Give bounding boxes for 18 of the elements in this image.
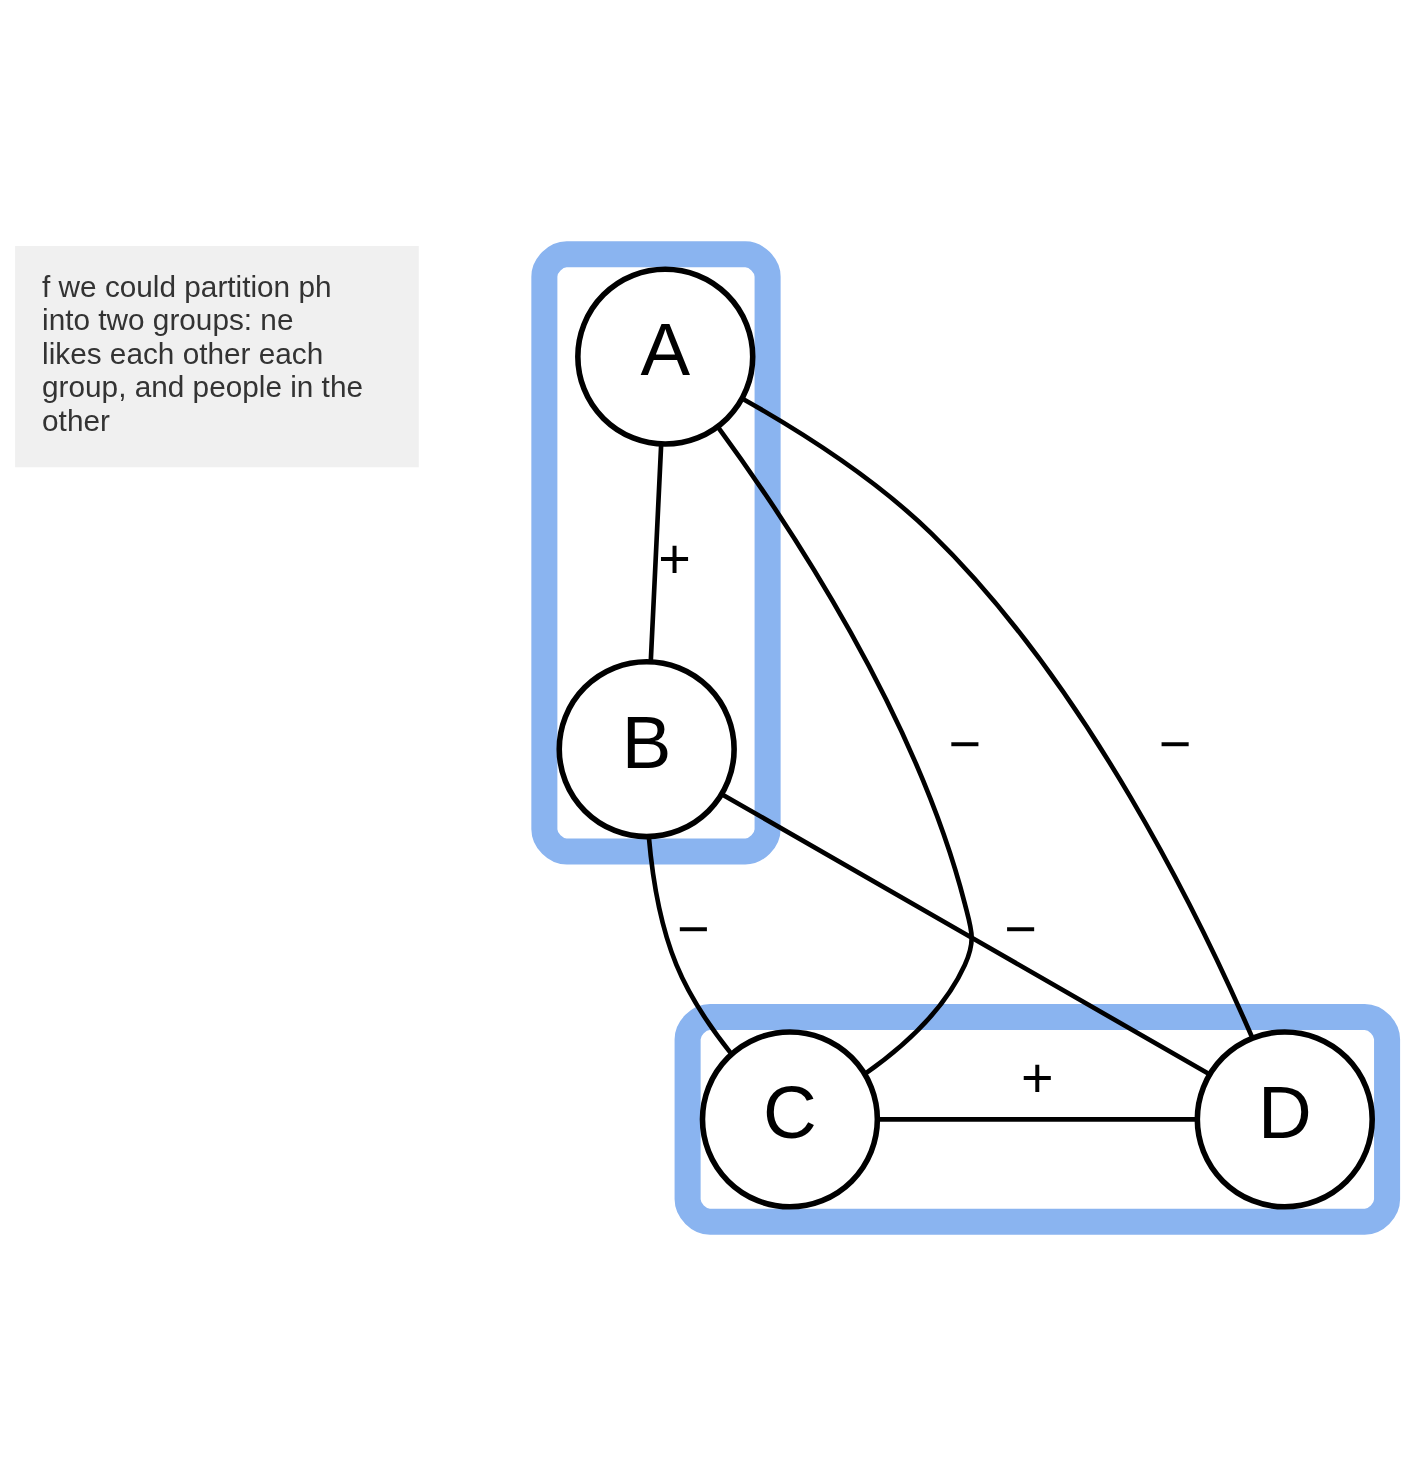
connector bbox=[877, 1117, 1197, 1122]
node-circle: C bbox=[699, 1029, 881, 1210]
connector bbox=[646, 836, 733, 1056]
cluster bbox=[674, 1004, 1401, 1235]
node-circle: B bbox=[556, 658, 737, 840]
connector bbox=[741, 396, 1255, 1039]
cluster bbox=[531, 241, 781, 865]
edge-label: + bbox=[1021, 1046, 1054, 1110]
edge-label: − bbox=[948, 712, 982, 776]
edge-label: − bbox=[1158, 712, 1192, 776]
connector bbox=[648, 444, 664, 662]
node-circle: A bbox=[575, 266, 756, 447]
node-circle: D bbox=[1194, 1029, 1375, 1210]
edge-label: − bbox=[1004, 897, 1037, 961]
edge-label: − bbox=[676, 897, 710, 961]
connector bbox=[715, 425, 974, 1076]
edge-label: + bbox=[658, 527, 691, 591]
connector bbox=[720, 792, 1211, 1077]
